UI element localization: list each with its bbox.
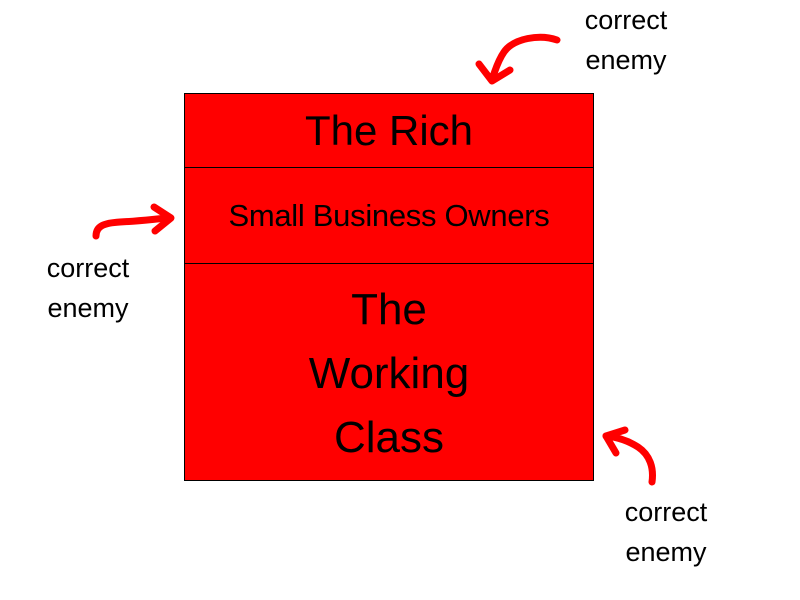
tier-working-class-line-1: The bbox=[351, 285, 427, 334]
annotation-bottom-right: correct enemy bbox=[608, 492, 724, 572]
tier-the-rich: The Rich bbox=[185, 94, 593, 168]
tier-the-rich-label: The Rich bbox=[304, 106, 474, 154]
annotation-top-right-line-2: enemy bbox=[585, 45, 667, 75]
tier-small-business-owners-label: Small Business Owners bbox=[228, 197, 550, 233]
annotation-left: correct enemy bbox=[30, 248, 146, 328]
annotation-bottom-right-line-2: enemy bbox=[625, 537, 707, 567]
tier-working-class-line-3: Class bbox=[333, 413, 445, 462]
arrow-bottom-right bbox=[602, 426, 656, 486]
tier-the-working-class: The Working Class bbox=[185, 264, 593, 480]
tier-small-business-owners: Small Business Owners bbox=[185, 168, 593, 264]
annotation-top-right-line-1: correct bbox=[584, 5, 668, 35]
annotation-bottom-right-line-1: correct bbox=[624, 497, 708, 527]
annotation-top-right: correct enemy bbox=[568, 0, 684, 80]
annotation-left-line-2: enemy bbox=[47, 293, 129, 323]
arrow-top-right bbox=[475, 33, 561, 85]
class-hierarchy-box: The Rich Small Business Owners The Worki… bbox=[184, 93, 594, 481]
tier-working-class-line-2: Working bbox=[308, 349, 470, 398]
annotation-left-line-1: correct bbox=[46, 253, 130, 283]
arrow-left bbox=[92, 203, 175, 240]
